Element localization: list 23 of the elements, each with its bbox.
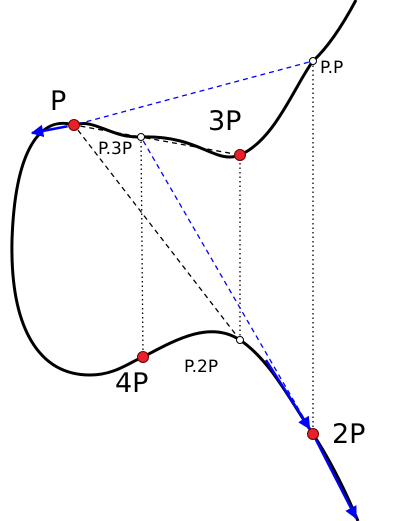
connector-line (140, 142, 144, 350)
point-label: 2P (332, 421, 366, 448)
point-dot (234, 149, 246, 161)
point-label: P.2P (184, 359, 218, 376)
arrow (30, 124, 68, 138)
point-label: P.3P (98, 141, 132, 158)
arrow (264, 359, 311, 430)
point-dot (309, 57, 317, 65)
point-dot (307, 428, 319, 440)
point-label: 4P (115, 370, 148, 397)
point-dot (68, 119, 80, 131)
point-dot (236, 336, 244, 344)
connector-line (239, 162, 241, 336)
connector-line (77, 130, 238, 337)
point-label: 3P (208, 108, 242, 135)
point-label: P.P (320, 60, 344, 77)
point-label: P (50, 88, 66, 115)
arrow (314, 439, 358, 520)
point-dot (137, 351, 149, 363)
connector-line (80, 62, 309, 124)
point-dot (137, 133, 145, 141)
connector-line (80, 126, 137, 137)
connector-line (312, 66, 314, 428)
